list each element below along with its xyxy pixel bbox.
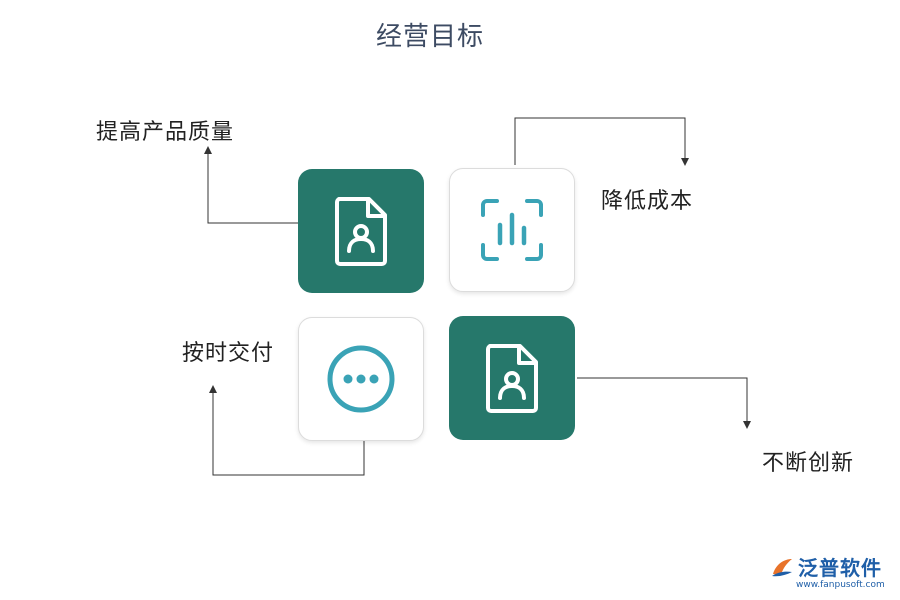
brand-url: www.fanpusoft.com xyxy=(796,580,885,590)
tile-delivery xyxy=(298,317,424,441)
goal-label-quality: 提高产品质量 xyxy=(96,120,235,145)
goal-label-delivery: 按时交付 xyxy=(182,341,275,366)
tile-cost xyxy=(449,168,575,292)
bar-chart-scan-icon xyxy=(481,199,543,261)
diagram-title: 经营目标 xyxy=(375,22,484,52)
connector-innovation xyxy=(577,377,751,429)
document-person-icon xyxy=(486,344,538,413)
goal-label-cost: 降低成本 xyxy=(601,189,694,214)
connector-cost xyxy=(514,117,689,166)
document-person-icon xyxy=(335,197,387,266)
brand-name: 泛普软件 xyxy=(798,556,882,580)
brand-logo: 泛普软件 www.fanpusoft.com xyxy=(770,552,894,596)
brand-mark-icon xyxy=(772,559,792,577)
tile-innovation xyxy=(449,316,575,440)
ellipsis-circle-icon xyxy=(327,345,395,413)
tile-quality xyxy=(298,169,424,293)
goal-label-innovation: 不断创新 xyxy=(762,451,855,476)
connector-quality xyxy=(204,146,298,224)
connector-delivery xyxy=(209,385,365,476)
